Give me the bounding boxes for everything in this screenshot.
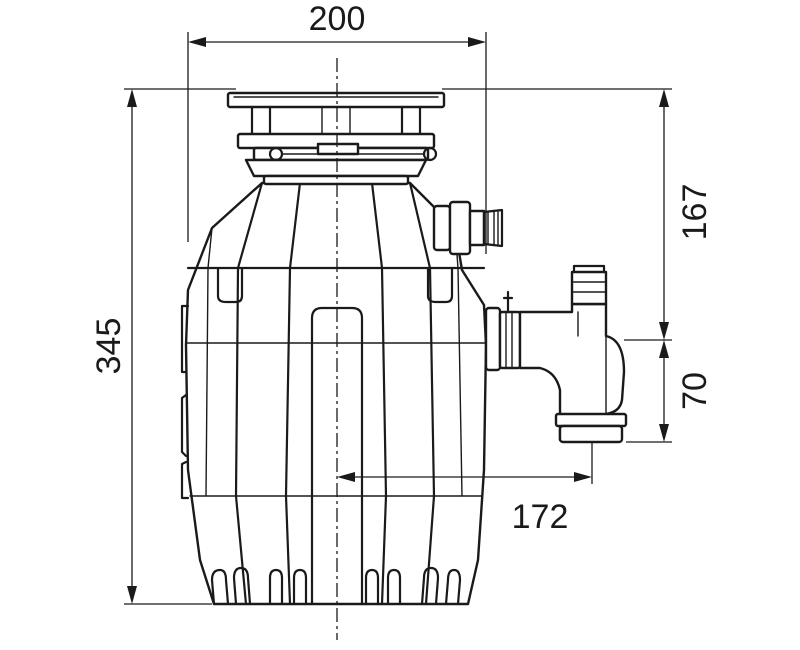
dimension-label-outlet-reach: 172: [512, 498, 569, 536]
dimension-outlet-reach: 172: [337, 442, 593, 536]
dishwasher-inlet: [432, 200, 504, 256]
dimension-inlet-height: 167: [442, 88, 714, 341]
disposer-body: [180, 181, 488, 606]
dimension-label-inlet-height: 167: [676, 184, 714, 241]
dimension-total-height: 345: [90, 88, 236, 605]
dimension-outlet-offset: 70: [626, 340, 714, 443]
discharge-elbow: [484, 264, 628, 444]
dimension-width: 200: [187, 0, 487, 254]
dimension-label-outlet-offset: 70: [676, 372, 714, 410]
mounting-assembly: [226, 91, 446, 186]
dimension-label-total-height: 345: [90, 318, 128, 375]
dimension-label-width: 200: [309, 0, 366, 38]
